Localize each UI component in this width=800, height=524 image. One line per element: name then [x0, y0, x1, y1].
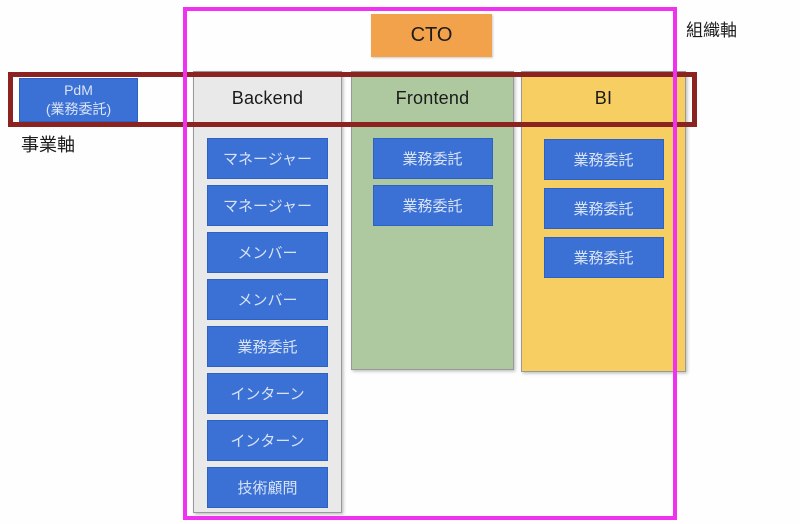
member-box: マネージャー	[207, 138, 328, 179]
backend-members: マネージャー マネージャー メンバー メンバー 業務委託 インターン インターン…	[194, 124, 341, 508]
column-header-bi: BI	[594, 87, 613, 108]
column-backend: Backend マネージャー マネージャー メンバー メンバー 業務委託 インタ…	[193, 71, 342, 513]
member-box: メンバー	[207, 279, 328, 320]
member-box: 業務委託	[543, 237, 664, 278]
member-box: 業務委託	[207, 326, 328, 367]
column-header-frontend: Frontend	[395, 87, 470, 108]
member-box: 業務委託	[372, 185, 493, 226]
column-bi: BI 業務委託 業務委託 業務委託	[521, 71, 686, 372]
member-box: 技術顧問	[207, 467, 328, 508]
bi-members: 業務委託 業務委託 業務委託	[522, 124, 685, 278]
column-header-backend: Backend	[231, 87, 304, 108]
frontend-members: 業務委託 業務委託	[352, 124, 513, 226]
member-box: マネージャー	[207, 185, 328, 226]
business-axis-label: 事業軸	[21, 135, 75, 155]
cto-box: CTO	[371, 14, 492, 57]
member-box: インターン	[207, 420, 328, 461]
pdm-subtitle: (業務委託)	[45, 101, 112, 117]
org-axis-label: 組織軸	[686, 21, 737, 40]
member-box: 業務委託	[372, 138, 493, 179]
pdm-title: PdM	[64, 82, 93, 99]
member-box: インターン	[207, 373, 328, 414]
column-frontend: Frontend 業務委託 業務委託	[351, 71, 514, 370]
member-box: 業務委託	[543, 188, 664, 229]
member-box: 業務委託	[543, 139, 664, 180]
member-box: メンバー	[207, 232, 328, 273]
pdm-box: PdM (業務委託)	[19, 78, 138, 122]
